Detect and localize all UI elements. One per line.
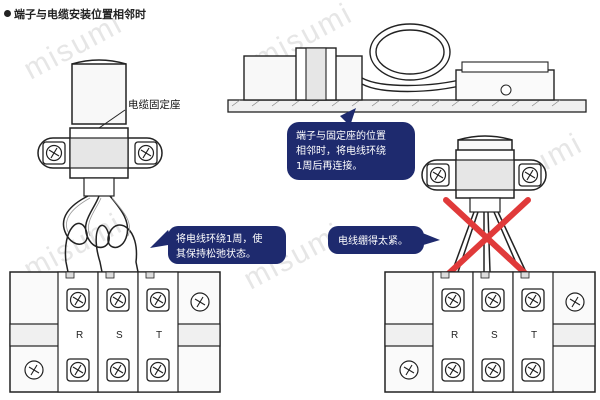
terminal-letter: S — [491, 330, 498, 341]
callout-line: 端子与固定座的位置 — [296, 129, 386, 142]
terminal-letter: T — [531, 330, 537, 341]
cable-clamp-right — [422, 150, 546, 198]
cable-clamp-left — [38, 128, 162, 178]
terminal-letter: S — [116, 330, 123, 341]
callout-loop-wire: 将电线环绕1周，使 其保持松弛状态。 — [150, 226, 286, 264]
callout-adjacent: 端子与固定座的位置 相邻时，将电线环绕 1周后再连接。 — [287, 108, 415, 180]
wire-coil-top — [362, 24, 468, 92]
terminal-block-right: R S T — [385, 272, 595, 392]
callout-line: 将电线环绕1周，使 — [176, 232, 262, 245]
callout-line: 1周后再连接。 — [296, 159, 362, 172]
callout-too-tight: 电线绷得太紧。 — [328, 226, 440, 254]
top-right-diagram: 端子与固定座的位置 相邻时，将电线环绕 1周后再连接。 — [228, 24, 586, 180]
terminal-block-top — [456, 62, 554, 100]
cable-clamp-top — [296, 48, 336, 100]
terminal-letter: T — [156, 330, 162, 341]
callout-line: 相邻时，将电线环绕 — [296, 144, 386, 157]
callout-line: 其保持松弛状态。 — [176, 247, 256, 260]
wire-loops — [63, 196, 138, 272]
terminal-letter: R — [451, 330, 458, 341]
clamp-base-label: 电缆固定座 — [128, 97, 181, 112]
terminal-letter: R — [76, 330, 83, 341]
callout-line: 电线绷得太紧。 — [338, 234, 408, 247]
terminal-block-left: R S T — [10, 272, 220, 392]
